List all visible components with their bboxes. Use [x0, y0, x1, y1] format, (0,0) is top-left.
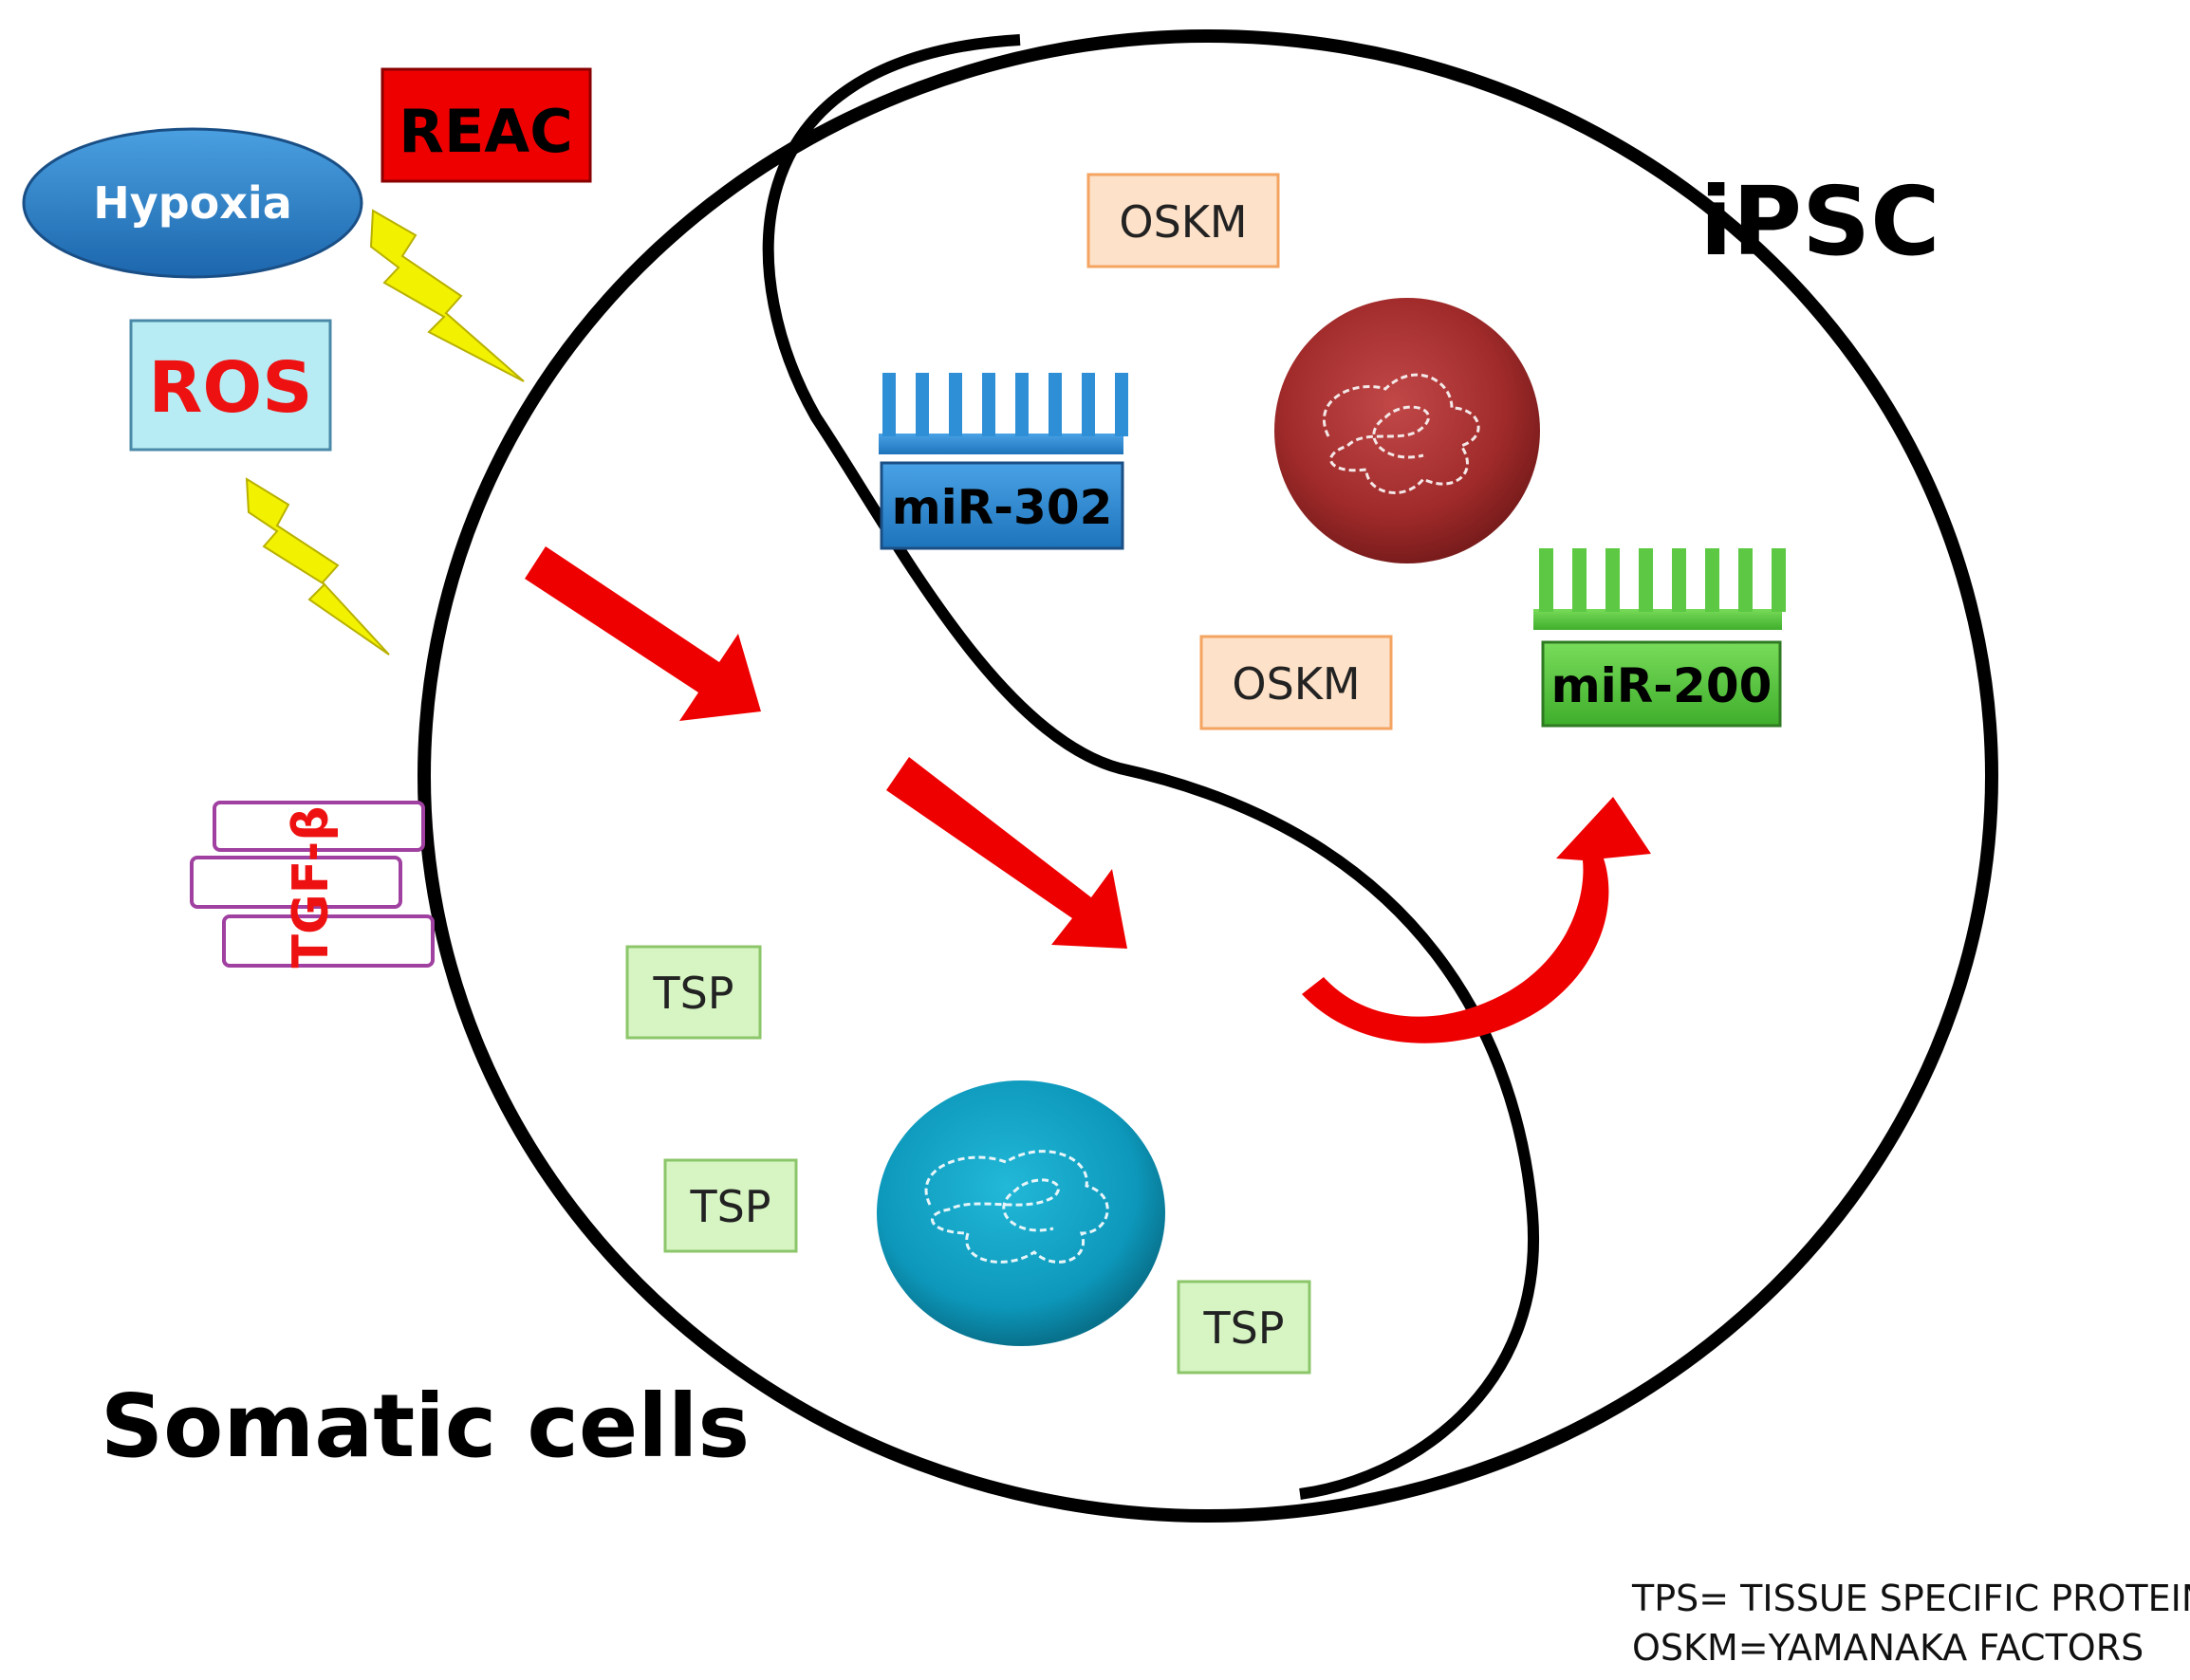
comb-tooth	[1639, 548, 1653, 612]
oskm-label: OSKM	[1119, 196, 1247, 248]
cell-outline	[418, 29, 1998, 1523]
somatic-cells-title: Somatic cells	[101, 1375, 750, 1477]
mir-302-comb-icon: miR-302	[879, 373, 1128, 550]
lightning-icon	[245, 477, 390, 655]
comb-tooth	[1082, 373, 1095, 436]
comb-tooth	[982, 373, 995, 436]
arrow-icon	[525, 546, 761, 721]
comb-tooth	[916, 373, 929, 436]
tsp-box: TSP	[1177, 1280, 1311, 1375]
comb-tooth	[1539, 548, 1553, 612]
tsp-label: TSP	[689, 1181, 770, 1232]
ipsc-title: iPSC	[1700, 166, 1940, 277]
reac-label: REAC	[399, 97, 573, 166]
curved-arrow-icon	[1302, 797, 1651, 1043]
comb-tooth	[1738, 548, 1753, 612]
tsp-label: TSP	[652, 968, 733, 1019]
ros-label: ROS	[148, 347, 312, 429]
comb-tooth	[1572, 548, 1587, 612]
mir-200-label: miR-200	[1551, 658, 1772, 713]
mir-200-comb-icon: miR-200	[1533, 548, 1786, 728]
oskm-box: OSKM	[1086, 173, 1280, 268]
tgf-beta-label: TGF-β	[283, 806, 340, 969]
comb-tooth	[882, 373, 896, 436]
chromatin-icon	[1322, 373, 1480, 494]
ipsc-nucleus	[1274, 298, 1540, 563]
somatic-nucleus	[877, 1080, 1165, 1346]
tsp-box: TSP	[625, 945, 762, 1040]
oskm-box: OSKM	[1199, 635, 1393, 730]
yin-yang-divider	[762, 34, 1540, 1500]
comb-tooth	[1015, 373, 1029, 436]
chromatin-icon	[924, 1150, 1109, 1264]
tgf-beta-receptor: TGF-β	[190, 801, 435, 969]
comb-tooth	[1705, 548, 1719, 612]
comb-tooth	[1672, 548, 1686, 612]
hypoxia-node: Hypoxia	[22, 127, 363, 279]
comb-tooth	[1605, 548, 1620, 612]
comb-tooth	[1772, 548, 1786, 612]
outer-cell-membrane	[418, 29, 1998, 1523]
arrow-icon	[886, 757, 1127, 949]
comb-tooth	[1115, 373, 1128, 436]
comb-tooth	[949, 373, 962, 436]
tsp-box: TSP	[663, 1158, 798, 1253]
footnote-oskm: OSKM=YAMANAKA FACTORS	[1632, 1627, 2144, 1669]
comb-tooth	[1049, 373, 1062, 436]
tsp-label: TSP	[1202, 1302, 1284, 1354]
footnote-tps: TPS= TISSUE SPECIFIC PROTEIN	[1631, 1578, 2190, 1619]
hypoxia-label: Hypoxia	[93, 177, 292, 229]
reac-node: REAC	[380, 67, 592, 183]
lightning-icon	[369, 209, 525, 382]
oskm-label: OSKM	[1232, 658, 1360, 710]
mir-302-label: miR-302	[892, 480, 1113, 535]
ros-node: ROS	[129, 319, 332, 452]
